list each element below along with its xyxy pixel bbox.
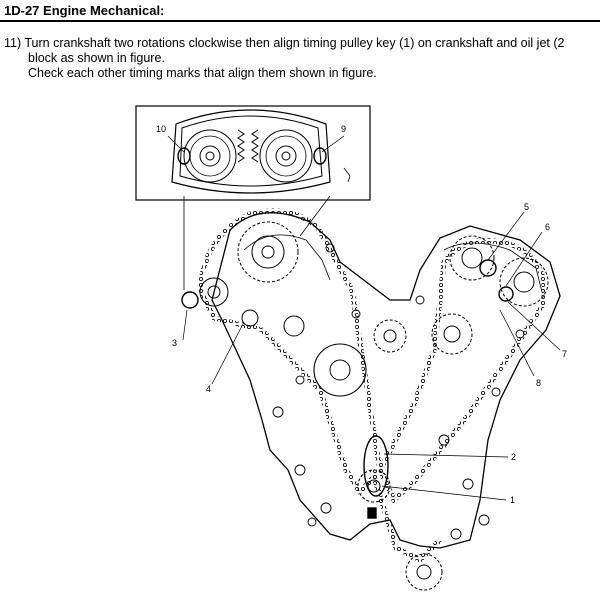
timing-marks bbox=[181, 259, 514, 519]
detail-inset bbox=[135, 105, 371, 201]
timing-chains bbox=[197, 208, 547, 564]
instruction-line-3: Check each other timing marks that align… bbox=[28, 66, 377, 80]
callout-3: 3 bbox=[172, 338, 177, 348]
instruction-step-11: 11) Turn crankshaft two rotations clockw… bbox=[4, 36, 600, 81]
mounting-bolts bbox=[272, 243, 525, 540]
callout-2: 2 bbox=[511, 452, 516, 462]
instruction-line-2: block as shown in figure. bbox=[28, 51, 165, 65]
callout-4: 4 bbox=[206, 384, 211, 394]
callout-6: 6 bbox=[545, 222, 550, 232]
inset-gear-right bbox=[259, 129, 313, 183]
sprockets bbox=[199, 221, 549, 591]
page-header: 1D-27 Engine Mechanical: bbox=[0, 0, 600, 22]
callout-9: 9 bbox=[341, 124, 346, 134]
section-title: 1D-27 Engine Mechanical: bbox=[4, 3, 165, 18]
figure-callouts: 10 9 5 6 3 4 7 8 2 1 bbox=[156, 124, 567, 505]
inset-leader-right bbox=[299, 195, 331, 237]
inset-gear-left bbox=[183, 129, 237, 183]
callout-10: 10 bbox=[156, 124, 166, 134]
callout-5: 5 bbox=[524, 202, 529, 212]
callout-1: 1 bbox=[510, 495, 515, 505]
header-rule bbox=[0, 20, 600, 22]
callout-leaders bbox=[182, 211, 561, 501]
callout-8: 8 bbox=[536, 378, 541, 388]
callout-7: 7 bbox=[562, 349, 567, 359]
engine-block-outline bbox=[211, 212, 561, 549]
instruction-line-1: 11) Turn crankshaft two rotations clockw… bbox=[4, 36, 565, 50]
